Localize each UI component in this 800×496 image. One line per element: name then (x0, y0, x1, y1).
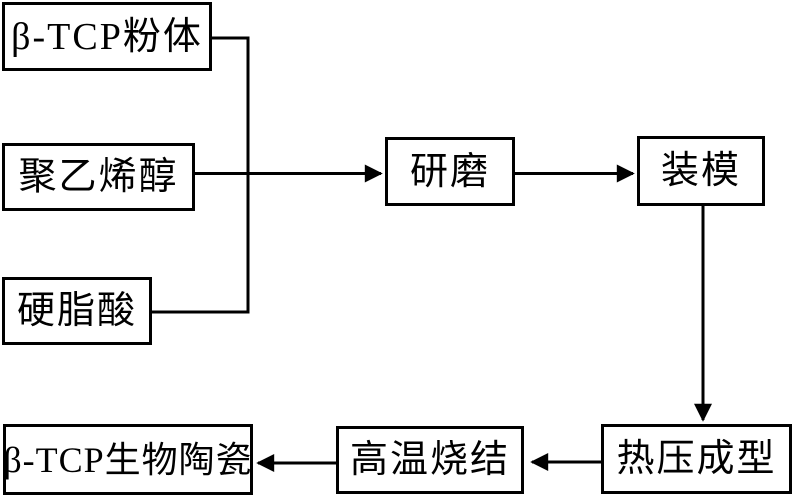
node-stearic-acid-label: 硬脂酸 (16, 290, 137, 332)
node-grinding: 研磨 (385, 137, 515, 206)
node-molding: 装模 (637, 136, 765, 206)
node-polyvinyl-alcohol: 聚乙烯醇 (2, 143, 195, 211)
node-hot-pressing: 热压成型 (601, 424, 792, 494)
node-sintering-label: 高温烧结 (349, 439, 510, 481)
node-bioceramic-label: β-TCP生物陶瓷 (3, 439, 253, 480)
node-hot-pressing-label: 热压成型 (616, 438, 777, 480)
node-grinding-label: 研磨 (409, 150, 490, 193)
node-stearic-acid: 硬脂酸 (2, 277, 152, 345)
node-btcp-powder-label: β-TCP粉体 (11, 15, 203, 58)
node-molding-label: 装模 (660, 150, 741, 192)
node-sintering: 高温烧结 (336, 426, 524, 494)
node-bioceramic: β-TCP生物陶瓷 (3, 424, 253, 495)
node-polyvinyl-alcohol-label: 聚乙烯醇 (18, 156, 179, 198)
node-btcp-powder: β-TCP粉体 (2, 2, 212, 71)
